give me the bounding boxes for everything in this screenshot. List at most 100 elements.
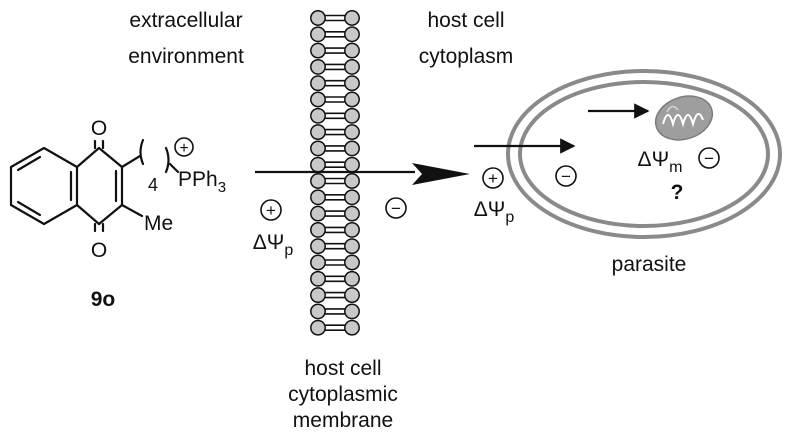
extracellular-label-line1: extracellular	[129, 9, 242, 32]
lipid-tails	[325, 324, 345, 332]
parasite-plus-charge-circle	[482, 167, 504, 189]
oxygen-bottom-label: O	[91, 239, 107, 262]
lipid-head	[344, 205, 360, 222]
lipid-head	[310, 303, 326, 320]
chain-count-label: 4	[148, 175, 158, 195]
lipid-tails	[325, 308, 345, 315]
lipid-tails	[325, 177, 345, 185]
host-membrane-potential: ΔΨp	[253, 231, 294, 259]
lipid-head	[310, 156, 326, 173]
lipid-head	[310, 221, 326, 238]
chain-bracket-left	[139, 138, 145, 166]
mito-minus-charge-sign: −	[704, 149, 714, 168]
lipid-tails	[325, 47, 345, 54]
lipid-head	[310, 10, 326, 26]
lipid-tails	[325, 96, 345, 103]
lipid-head	[310, 58, 326, 75]
host-minus-charge-circle	[385, 197, 407, 219]
lipid-head	[344, 107, 360, 124]
unknown-potential-question-mark: ?	[671, 181, 684, 204]
lipid-tails	[325, 210, 345, 217]
lipid-head	[310, 173, 326, 189]
lipid-head	[310, 107, 326, 124]
quinone-bond	[75, 203, 101, 226]
compound-9o-structure	[9, 137, 194, 233]
host-plus-charge-circle	[260, 199, 282, 221]
host-cytoplasm-label-line1: host cell	[427, 9, 504, 32]
lipid-head	[344, 26, 360, 43]
lipid-tails	[325, 79, 345, 87]
mitochondrial-membrane-potential: ΔΨm	[638, 148, 683, 176]
lipid-head	[344, 10, 360, 26]
lipid-head	[344, 140, 360, 157]
membrane-label-line2: cytoplasmic	[288, 383, 398, 406]
lipid-head	[344, 124, 360, 141]
lipid-bilayer	[310, 10, 360, 336]
lipid-head	[344, 303, 360, 320]
host-cytoplasm-label-line2: cytoplasm	[419, 45, 514, 68]
lipid-head	[310, 75, 326, 92]
parasite-plus-charge-sign: +	[488, 169, 498, 188]
lipid-tails	[325, 291, 345, 299]
extracellular-label-line2: environment	[128, 45, 244, 68]
methyl-bond	[120, 203, 144, 218]
methyl-label: Me	[144, 212, 173, 235]
chain-bond	[168, 162, 180, 174]
lipid-head	[344, 270, 360, 287]
lipid-tails	[325, 275, 345, 283]
lipid-head	[310, 287, 326, 304]
lipid-head	[344, 238, 360, 255]
lipid-head	[344, 58, 360, 75]
quinone-bond	[97, 203, 124, 226]
lipid-head	[344, 91, 360, 108]
lipid-head	[310, 26, 326, 43]
lipid-head	[344, 173, 360, 189]
lipid-head	[310, 91, 326, 108]
transport-arrow-head	[412, 163, 470, 185]
lipid-tails	[325, 30, 345, 38]
lipid-head	[310, 42, 326, 59]
membrane-label-line3: membrane	[293, 409, 393, 432]
quinone-bond	[75, 146, 101, 169]
lipid-head	[344, 287, 360, 304]
lipid-head	[310, 205, 326, 222]
phosphonium-label: PPh3	[178, 168, 226, 196]
oxygen-top-label: O	[91, 117, 107, 140]
lipid-tails	[325, 128, 345, 136]
lipid-tails	[325, 242, 345, 250]
lipid-tails	[325, 161, 345, 168]
compound-id-label: 9o	[91, 288, 116, 311]
benzene-ring	[9, 146, 79, 226]
host-plus-charge-sign: +	[266, 201, 276, 220]
mito-minus-charge-circle	[698, 147, 720, 169]
mitochondrion-icon	[654, 95, 714, 141]
lipid-head	[310, 270, 326, 287]
parasite-outer-membrane	[506, 69, 782, 239]
lipid-tails	[325, 112, 345, 120]
host-minus-charge-sign: −	[391, 199, 401, 218]
aromatic-double-bond	[16, 200, 42, 217]
aromatic-double-bond	[16, 155, 42, 172]
parasite-label: parasite	[612, 253, 687, 276]
parasite-minus-charge-circle	[555, 165, 577, 187]
lipid-head	[344, 75, 360, 92]
phosphonium-charge-circle	[174, 137, 194, 157]
lipid-head	[310, 189, 326, 206]
lipid-head	[310, 319, 326, 336]
lipid-tails	[325, 194, 345, 201]
parasite-inner-membrane	[518, 80, 770, 228]
lipid-tails	[325, 14, 345, 22]
phosphonium-charge-sign: +	[179, 140, 188, 157]
lipid-head	[344, 189, 360, 206]
lipid-tails	[325, 63, 345, 71]
lipid-tails	[325, 259, 345, 266]
lipid-head	[344, 319, 360, 336]
lipid-head	[310, 238, 326, 255]
lipid-head	[310, 140, 326, 157]
quinone-bond	[97, 146, 124, 169]
lipid-head	[344, 221, 360, 238]
chain-bracket-right	[164, 146, 170, 174]
parasite-minus-charge-sign: −	[561, 167, 571, 186]
membrane-label-line1: host cell	[304, 357, 381, 380]
